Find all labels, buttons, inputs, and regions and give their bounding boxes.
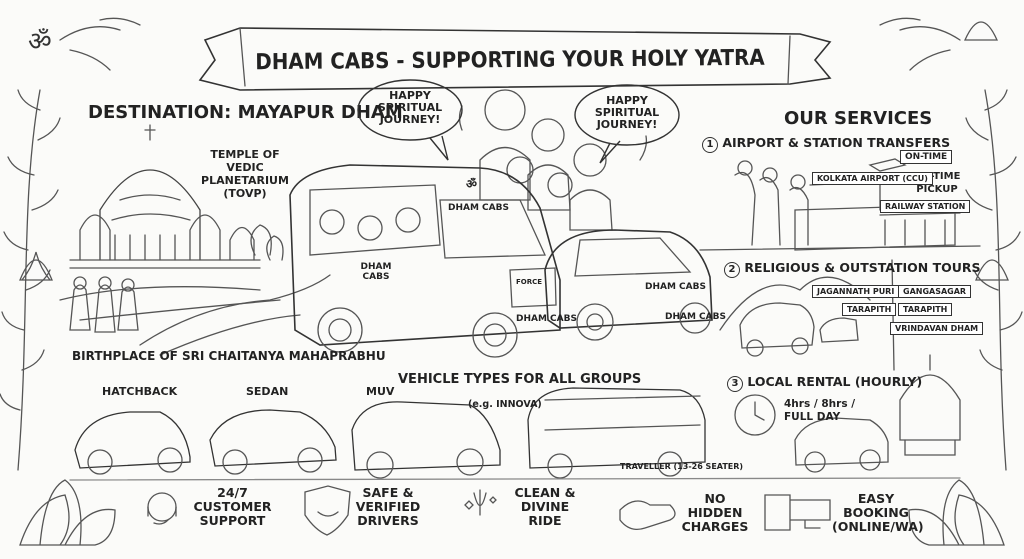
service-label: AIRPORT & STATION TRANSFERS — [722, 135, 951, 150]
vehicle-muv: MUV — [366, 385, 395, 398]
feature-support: 24/7 CUSTOMER SUPPORT — [193, 485, 272, 528]
service-number: 2 — [724, 262, 740, 278]
service-label: LOCAL RENTAL (HOURLY) — [747, 374, 923, 389]
van-plate: DHAM CABS — [516, 314, 577, 324]
airport-sign: KOLKATA AIRPORT (CCU) — [812, 172, 933, 185]
service-number: 1 — [702, 137, 718, 153]
feature-easy-booking: EASY BOOKING (ONLINE/WA) — [832, 491, 924, 534]
speech-bubble-left: HAPPY SPIRITUAL JOURNEY! — [377, 89, 443, 126]
om-symbol: ॐ — [28, 27, 52, 57]
vehicle-muv-example: (e.g. INNOVA) — [468, 399, 542, 410]
service-3: 3 LOCAL RENTAL (HOURLY) — [727, 375, 922, 392]
van-om-symbol: ॐ — [466, 177, 477, 191]
banner-title: DHAM CABS - SUPPORTING YOUR HOLY YATRA — [255, 45, 765, 76]
destination-sign: TARAPITH — [898, 303, 953, 316]
destination-sign: TARAPITH — [842, 303, 897, 316]
railway-sign: RAILWAY STATION — [880, 200, 971, 213]
speech-bubble-right: HAPPY SPIRITUAL JOURNEY! — [594, 94, 660, 131]
van-brand: DHAM CABS — [448, 203, 509, 213]
destination-caption: BIRTHPLACE OF SRI CHAITANYA MAHAPRABHU — [72, 349, 386, 363]
destination-heading: DESTINATION: MAYAPUR DHAM — [88, 102, 403, 123]
car-brand: DHAM CABS — [645, 282, 706, 292]
destination-sign: VRINDAVAN DHAM — [890, 322, 984, 335]
services-heading: OUR SERVICES — [784, 108, 933, 129]
feature-clean-ride: CLEAN & DIVINE RIDE — [514, 485, 576, 528]
van-grille: FORCE — [516, 278, 543, 286]
vehicle-traveller: TRAVELLER (13-26 SEATER) — [620, 462, 744, 471]
temple-label: TEMPLE OF VEDIC PLANETARIUM (TOVP) — [201, 148, 289, 200]
feature-safe-drivers: SAFE & VERIFIED DRIVERS — [355, 485, 421, 528]
rental-hours: 4hrs / 8hrs / FULL DAY — [784, 398, 856, 423]
service-number: 3 — [727, 376, 743, 392]
feature-no-hidden-charges: NO HIDDEN CHARGES — [681, 491, 749, 534]
ontime-text: ON-TIME PICKUP — [913, 171, 961, 195]
service-label: RELIGIOUS & OUTSTATION TOURS — [744, 260, 981, 275]
vehicles-heading: VEHICLE TYPES FOR ALL GROUPS — [398, 372, 642, 387]
vehicle-hatchback: HATCHBACK — [102, 385, 178, 398]
ontime-sign: ON-TIME — [900, 150, 953, 164]
service-1: 1 AIRPORT & STATION TRANSFERS — [702, 136, 950, 153]
service-2: 2 RELIGIOUS & OUTSTATION TOURS — [724, 261, 981, 278]
car-plate: DHAM CABS — [665, 312, 726, 322]
destination-sign: GANGASAGAR — [898, 285, 972, 298]
destination-sign: JAGANNATH PURI — [812, 285, 900, 298]
van-side-brand: DHAM CABS — [360, 262, 392, 282]
vehicle-sedan: SEDAN — [246, 385, 289, 398]
